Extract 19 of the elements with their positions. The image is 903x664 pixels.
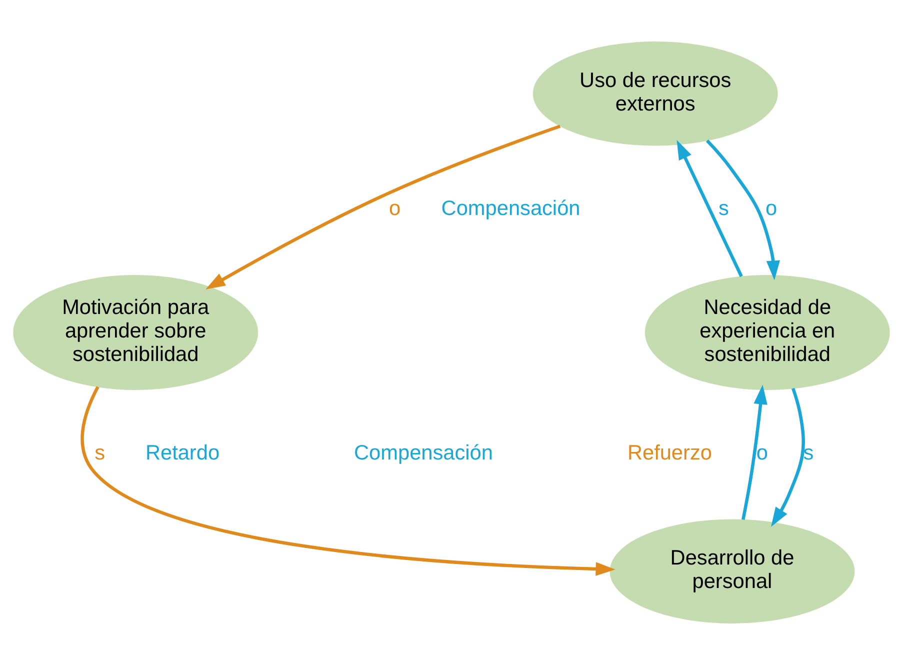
arrow xyxy=(676,140,743,277)
edge-label: s xyxy=(94,441,105,464)
arrow xyxy=(741,384,768,520)
label: Refuerzo xyxy=(627,441,712,464)
arrow xyxy=(771,387,805,526)
label: Compensación xyxy=(354,441,493,464)
arrow xyxy=(706,139,780,280)
node-ellipse: Desarrollo de personal xyxy=(610,518,855,623)
node-ellipse: Uso de recursos externos xyxy=(532,41,778,146)
edge-label: o xyxy=(389,196,401,220)
edge-label: s xyxy=(718,196,729,220)
label: Compensación xyxy=(441,196,580,220)
label: Retardo xyxy=(145,441,220,464)
edge-label: o xyxy=(766,196,778,220)
node-ellipse: Necesidad de experiencia en sostenibilidad xyxy=(644,274,890,390)
arrow xyxy=(80,386,616,576)
edge-label: s xyxy=(803,441,814,464)
edge-label: o xyxy=(756,441,768,464)
arrow xyxy=(206,124,561,289)
